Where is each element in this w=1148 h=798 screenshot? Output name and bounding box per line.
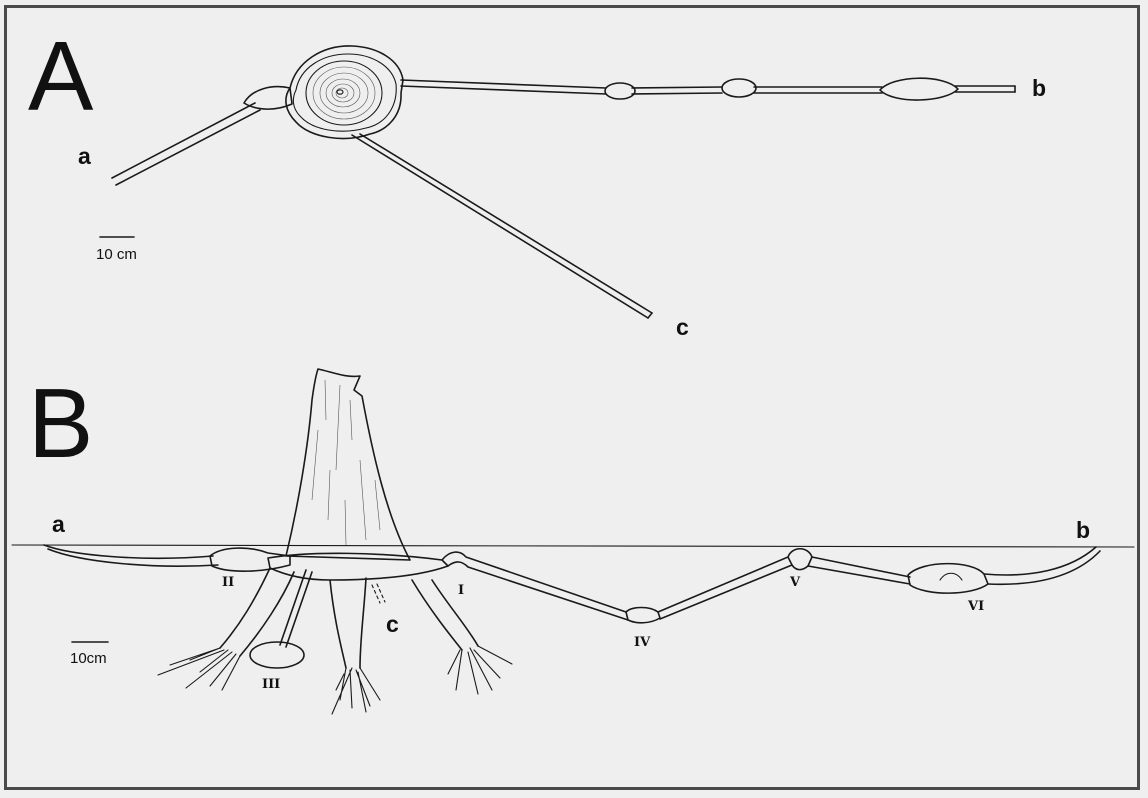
scale-label-b: 10cm [70, 650, 107, 667]
stem-base [267, 552, 449, 581]
nodule-b1 [604, 82, 636, 100]
end-label-b-profile: b [1076, 517, 1090, 543]
node-label-iv: IV [634, 635, 651, 650]
end-label-c: c [676, 314, 689, 340]
panel-b: B [11, 368, 1135, 715]
figure-frame [4, 5, 1140, 790]
node-iii-shape [249, 641, 305, 669]
node-label-vi: VI [967, 599, 984, 614]
node-label-v: V [789, 575, 801, 590]
panel-a-letter: A [28, 21, 94, 131]
roots [157, 567, 513, 715]
panel-a: A [28, 21, 1046, 340]
node-label-ii: II [222, 575, 234, 590]
nodule-b2 [721, 78, 757, 98]
panel-b-letter: B [28, 368, 93, 478]
rhizome-right [441, 546, 1101, 624]
ground-line [11, 544, 1135, 548]
node-label-iii: III [262, 677, 280, 692]
scale-label-a: 10 cm [96, 246, 137, 263]
branch-a [111, 85, 293, 186]
node-vi-shape [907, 562, 989, 594]
scale-bar-b: 10cm [70, 641, 109, 667]
stem-stump [285, 368, 411, 561]
node-label-i: I [458, 583, 464, 598]
end-label-b: b [1032, 75, 1046, 101]
rhizome-left [43, 544, 291, 572]
end-label-a-profile: a [52, 511, 65, 537]
scale-bar-a: 10 cm [96, 236, 137, 263]
end-label-a: a [78, 143, 91, 169]
nodule-b3 [879, 77, 959, 101]
end-label-c-profile: c [386, 611, 399, 637]
branch-b [400, 77, 1016, 101]
stem-cross-section [285, 45, 404, 140]
node-iv-shape [625, 606, 661, 624]
branch-c [351, 133, 653, 319]
